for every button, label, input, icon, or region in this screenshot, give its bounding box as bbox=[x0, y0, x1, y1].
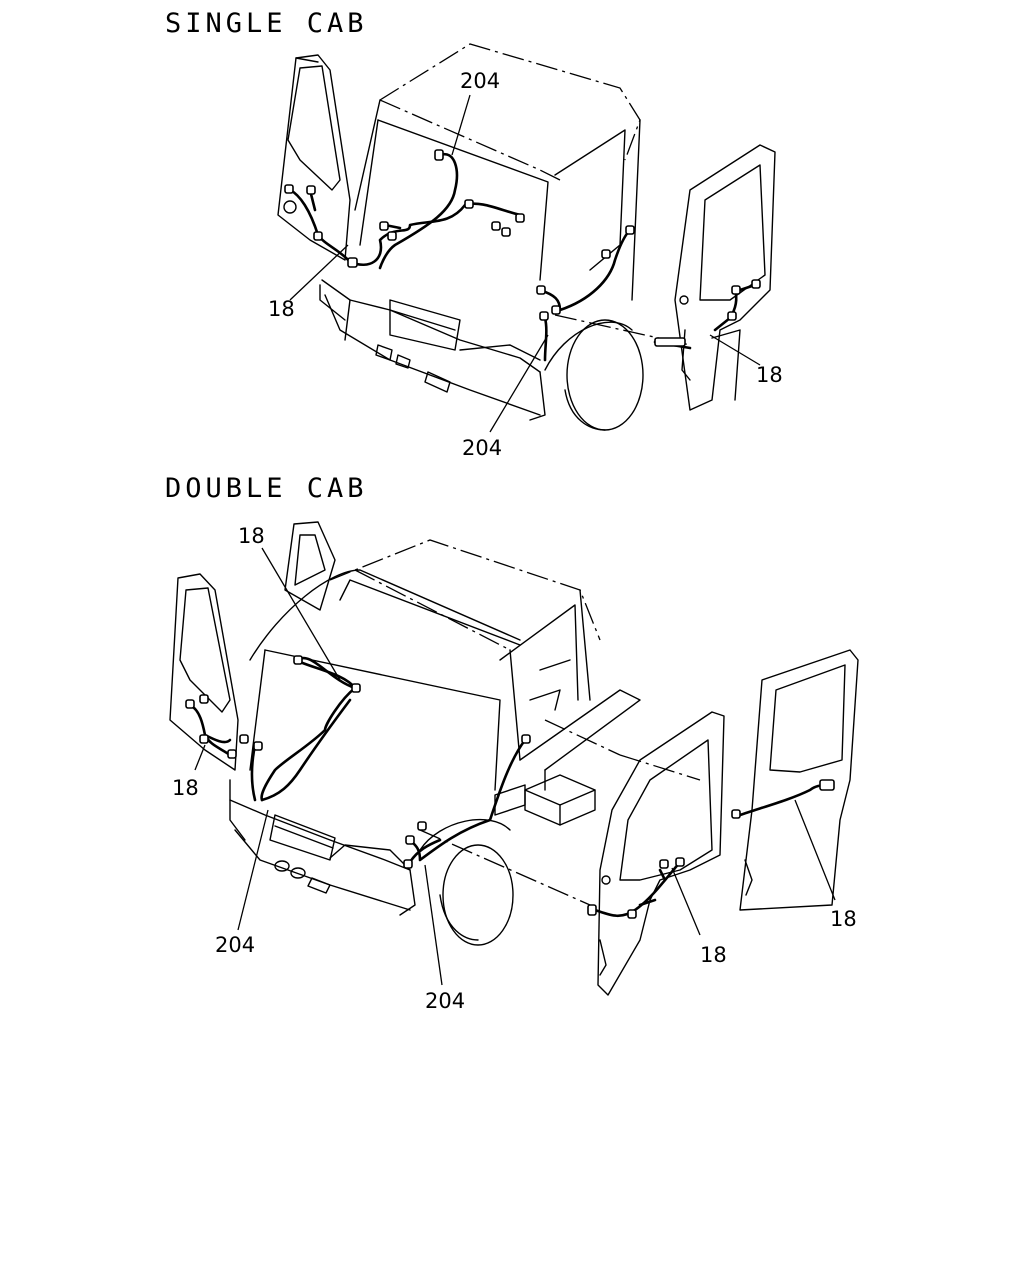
callout-18-right-front-door: 18 bbox=[700, 943, 727, 967]
double-cab-harnesses bbox=[185, 655, 835, 919]
single-cab-harnesses bbox=[284, 149, 761, 362]
callout-204-top: 204 bbox=[460, 69, 500, 93]
callout-18-left-door: 18 bbox=[172, 776, 199, 800]
double-cab-illustration bbox=[169, 521, 859, 996]
double-cab-title: DOUBLE CAB bbox=[165, 473, 368, 504]
single-cab-section: SINGLE CAB bbox=[165, 8, 783, 460]
double-cab-callouts: 18 18 204 204 18 18 bbox=[172, 524, 857, 1013]
callout-204-bottom: 204 bbox=[462, 436, 502, 460]
callout-204-right: 204 bbox=[425, 989, 465, 1013]
single-cab-callouts: 204 18 18 204 bbox=[268, 69, 783, 460]
callout-18-right-rear-door: 18 bbox=[830, 907, 857, 931]
callout-18-top: 18 bbox=[238, 524, 265, 548]
callout-18-right: 18 bbox=[756, 363, 783, 387]
callout-18-left: 18 bbox=[268, 297, 295, 321]
callout-204-left: 204 bbox=[215, 933, 255, 957]
single-cab-title: SINGLE CAB bbox=[165, 8, 368, 39]
double-cab-section: DOUBLE CAB bbox=[165, 473, 859, 1013]
